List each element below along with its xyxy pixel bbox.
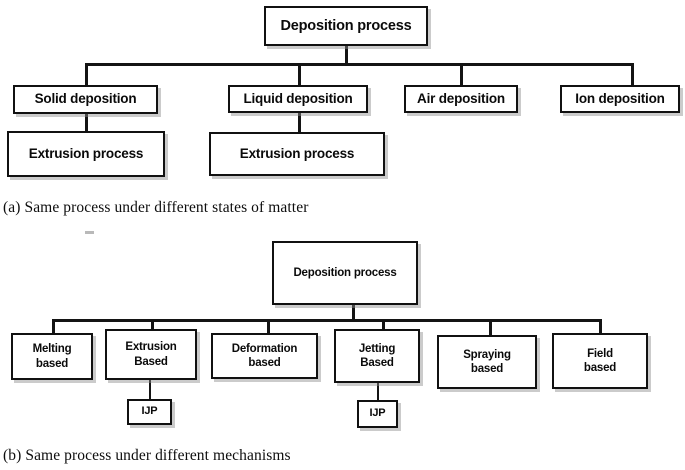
- node-label: Spraying based: [439, 348, 535, 377]
- connector-drop-a-3: [460, 63, 463, 86]
- connector-liquid-to-extrusion: [298, 112, 301, 133]
- node-deposition-process-a[interactable]: Deposition process: [264, 6, 428, 46]
- connector-drop-b-3: [267, 319, 270, 334]
- node-label: Ion deposition: [575, 90, 665, 106]
- node-deposition-process-b[interactable]: Deposition process: [272, 241, 418, 305]
- connector-drop-b-6: [599, 319, 602, 334]
- node-jetting-based[interactable]: Jetting Based: [334, 329, 420, 383]
- connector-bus-b: [53, 319, 601, 322]
- node-label-line1: Extrusion: [125, 341, 177, 354]
- connector-jetting-to-ijp: [377, 383, 379, 400]
- node-label: Liquid deposition: [243, 90, 353, 106]
- node-extrusion-based[interactable]: Extrusion Based: [105, 329, 197, 380]
- connector-extrusion-to-ijp: [149, 380, 151, 399]
- caption-panel-a: (a) Same process under different states …: [3, 199, 309, 216]
- node-label: IJP: [369, 407, 386, 420]
- node-label: Melting based: [13, 342, 91, 371]
- node-air-deposition[interactable]: Air deposition: [404, 85, 518, 113]
- node-label: Extrusion Based: [107, 340, 195, 369]
- node-ion-deposition[interactable]: Ion deposition: [560, 85, 680, 113]
- connector-drop-b-4: [382, 319, 385, 330]
- node-label-line2: Based: [360, 357, 394, 369]
- node-label: Jetting Based: [336, 342, 418, 371]
- node-label-line2: based: [35, 357, 69, 370]
- node-label: Extrusion process: [28, 145, 144, 161]
- node-ijp-jetting[interactable]: IJP: [357, 400, 398, 428]
- node-label: Deformation based: [213, 342, 316, 371]
- connector-drop-b-1: [52, 319, 55, 334]
- node-label: Air deposition: [417, 90, 505, 106]
- scan-artifact: [85, 231, 94, 234]
- node-label: IJP: [141, 405, 158, 418]
- connector-drop-a-1: [85, 63, 88, 86]
- node-label-line1: Melting: [32, 343, 72, 356]
- connector-root-drop-a: [345, 46, 348, 64]
- node-spraying-based[interactable]: Spraying based: [437, 335, 537, 389]
- node-melting-based[interactable]: Melting based: [11, 333, 93, 380]
- node-field-based[interactable]: Field based: [552, 333, 648, 389]
- connector-root-drop-b: [352, 305, 355, 321]
- caption-panel-b: (b) Same process under different mechani…: [3, 447, 291, 464]
- node-extrusion-process-liquid[interactable]: Extrusion process: [209, 132, 385, 176]
- connector-solid-to-extrusion: [85, 113, 88, 132]
- node-label-line2: based: [583, 362, 617, 374]
- node-deformation-based[interactable]: Deformation based: [211, 333, 318, 379]
- node-label: Solid deposition: [34, 91, 137, 107]
- node-ijp-extrusion[interactable]: IJP: [127, 399, 172, 425]
- node-liquid-deposition[interactable]: Liquid deposition: [228, 85, 368, 113]
- connector-drop-b-2: [151, 319, 154, 330]
- node-label-line2: based: [470, 363, 504, 375]
- node-label-line2: Based: [134, 355, 168, 368]
- node-label: Field based: [554, 347, 646, 376]
- node-label-line1: Jetting: [358, 342, 396, 355]
- node-solid-deposition[interactable]: Solid deposition: [13, 85, 158, 114]
- connector-drop-a-2: [298, 63, 301, 86]
- node-label-line1: Field: [587, 347, 613, 360]
- node-extrusion-process-solid[interactable]: Extrusion process: [7, 131, 165, 177]
- node-label-line1: Spraying: [463, 348, 511, 361]
- connector-drop-a-4: [631, 63, 634, 86]
- connector-bus-a: [86, 63, 634, 66]
- node-label: Deposition process: [293, 266, 397, 279]
- node-label: Extrusion process: [239, 145, 355, 161]
- node-label-line1: Deformation: [231, 342, 298, 355]
- node-label-line2: based: [248, 357, 281, 369]
- connector-drop-b-5: [489, 319, 492, 336]
- node-label: Deposition process: [280, 17, 412, 34]
